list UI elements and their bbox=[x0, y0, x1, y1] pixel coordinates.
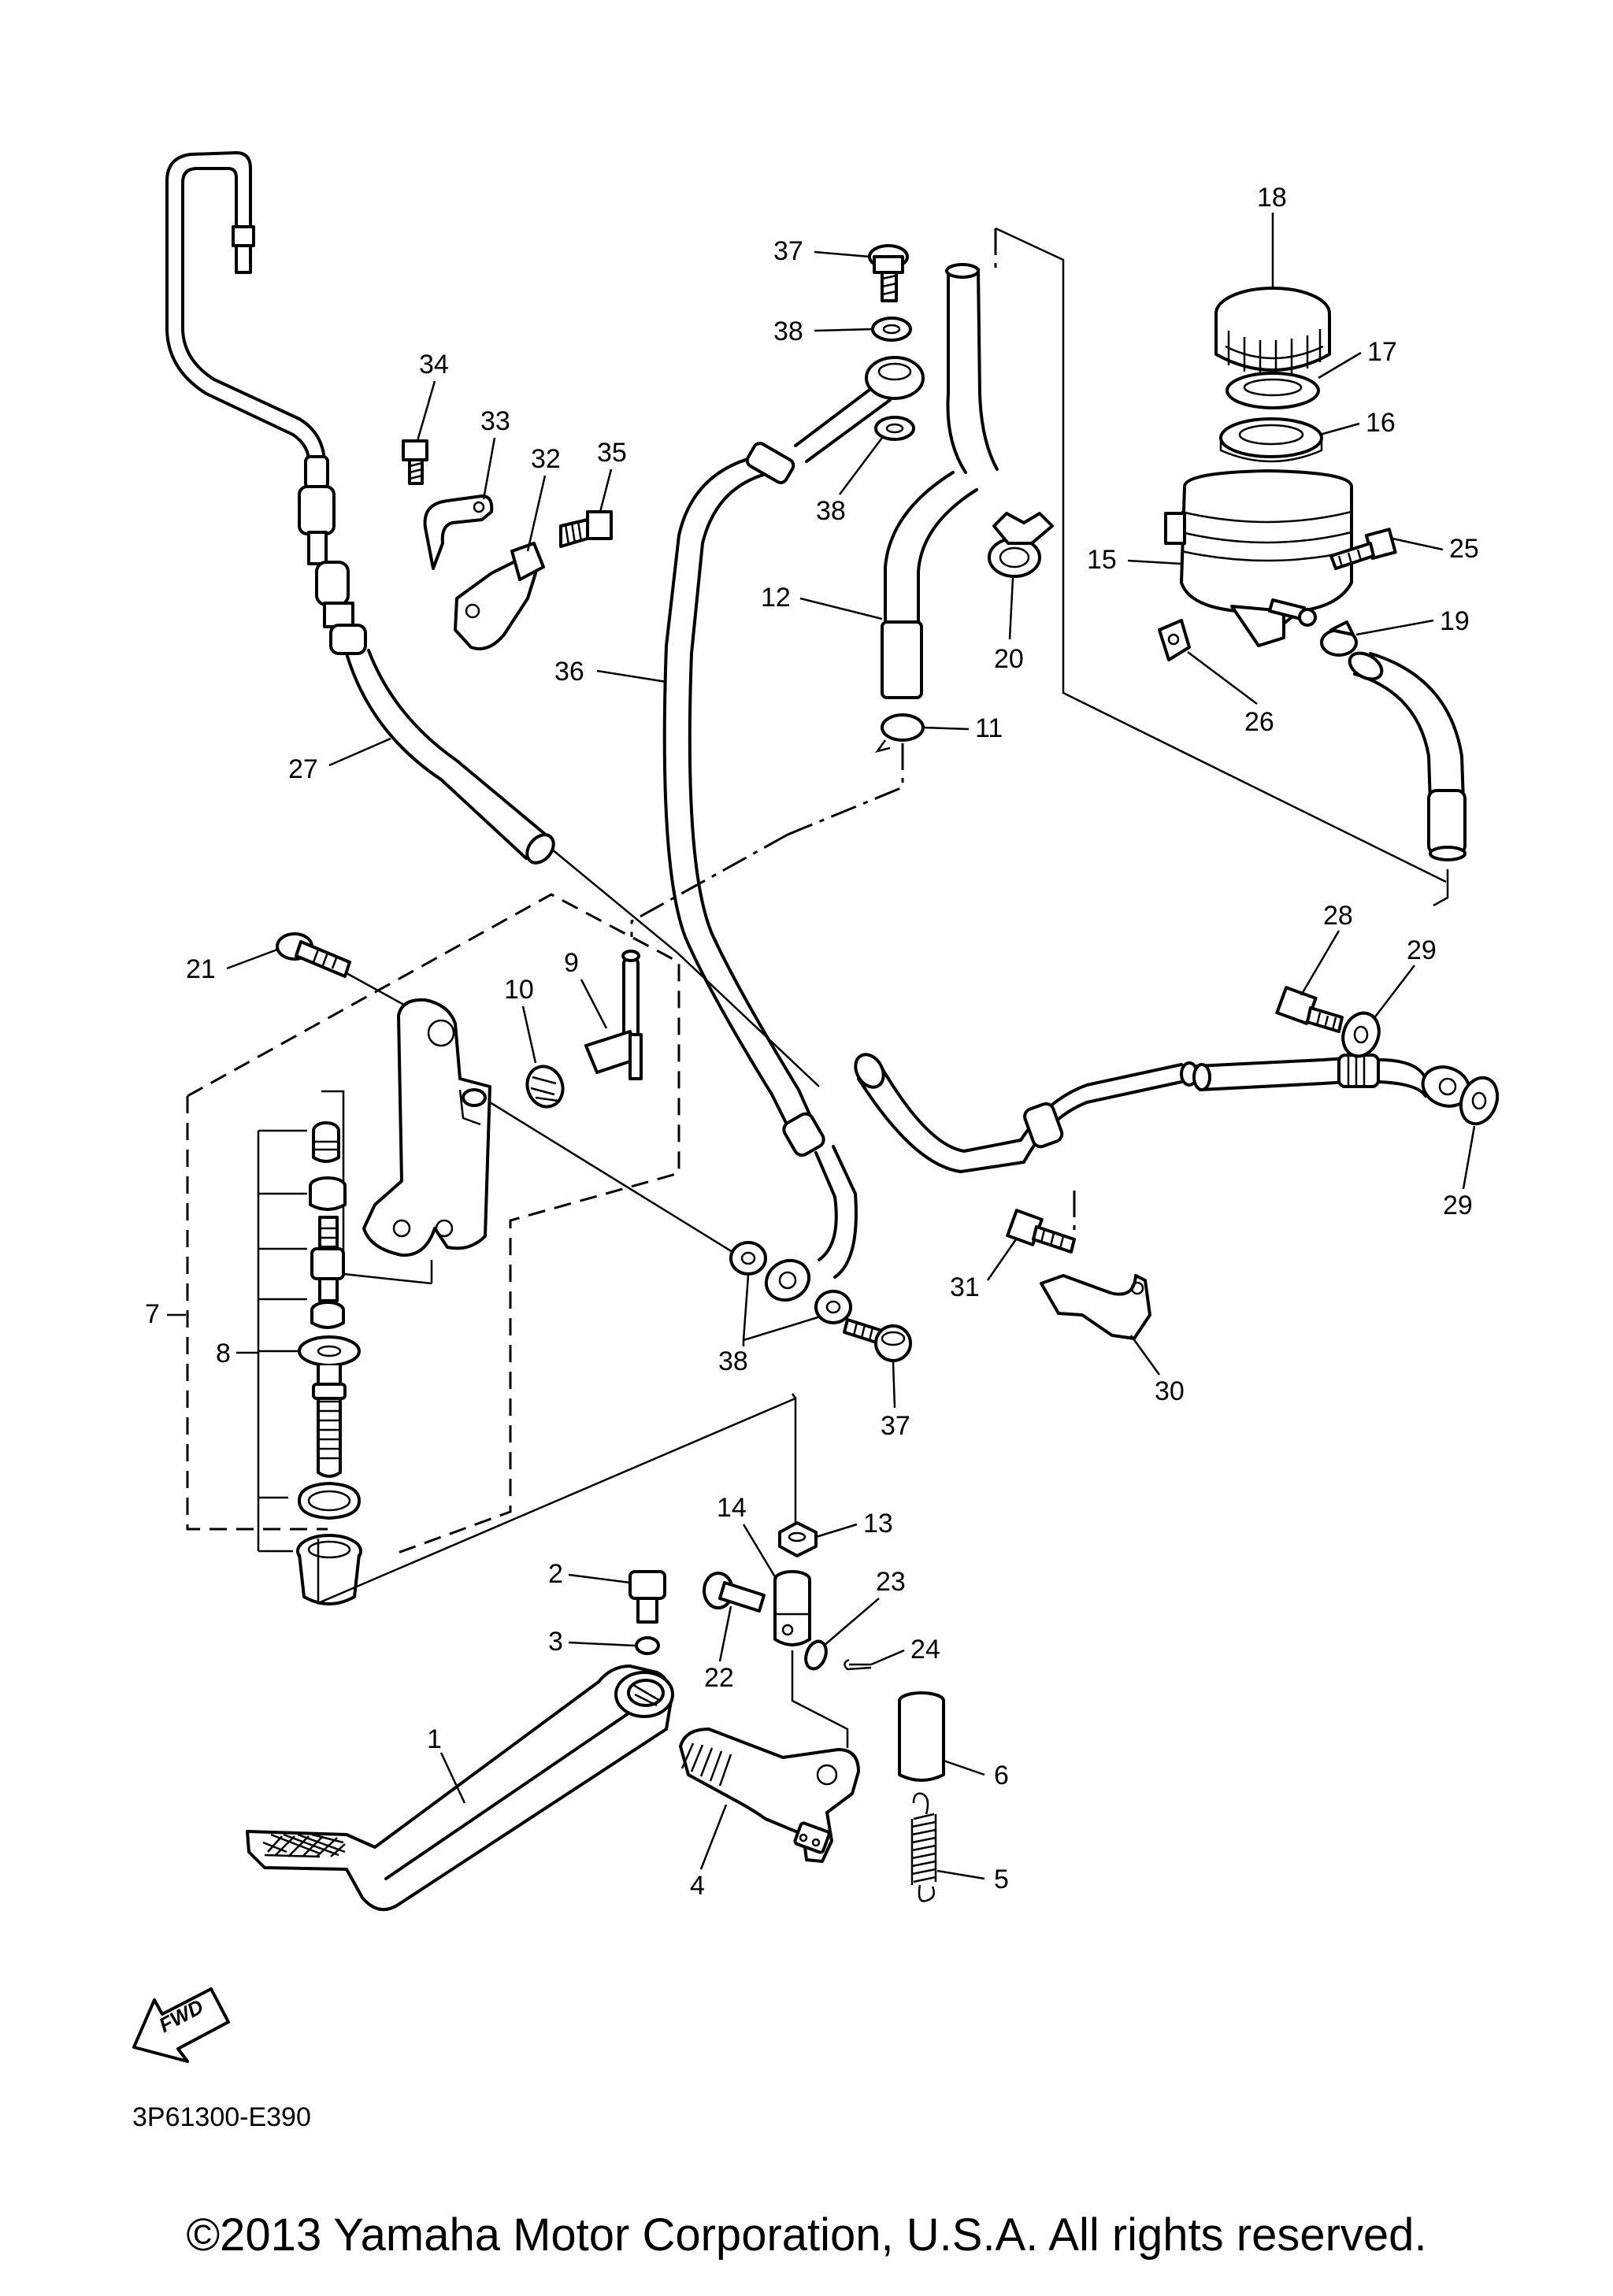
label-28: 28 bbox=[1323, 901, 1353, 931]
bracket-30 bbox=[1040, 1274, 1151, 1340]
label-33: 33 bbox=[480, 406, 510, 436]
label-2: 2 bbox=[548, 1559, 563, 1589]
cotter-pin-24 bbox=[844, 1658, 872, 1671]
washer-23 bbox=[804, 1639, 828, 1671]
pipe-36-top bbox=[794, 356, 925, 463]
bolt-2 bbox=[629, 1570, 666, 1624]
brake-pedal-1 bbox=[246, 1665, 674, 1912]
label-38-low: 38 bbox=[718, 1346, 748, 1376]
label-34: 34 bbox=[419, 350, 449, 380]
washer-29-a bbox=[1341, 1011, 1381, 1058]
label-15: 15 bbox=[1087, 545, 1117, 575]
label-36: 36 bbox=[554, 657, 584, 687]
label-5: 5 bbox=[994, 1865, 1009, 1894]
label-4: 4 bbox=[690, 1871, 705, 1901]
bolt-31 bbox=[1006, 1209, 1076, 1254]
label-26: 26 bbox=[1244, 707, 1274, 737]
pipe-fittings bbox=[298, 455, 367, 655]
master-cylinder-box bbox=[186, 893, 680, 1556]
copyright-notice: ©2013 Yamaha Motor Corporation, U.S.A. A… bbox=[186, 2209, 1427, 2261]
washer-38-low2 bbox=[814, 1290, 852, 1324]
label-17: 17 bbox=[1367, 337, 1397, 367]
label-13: 13 bbox=[863, 1509, 893, 1539]
washer-38-top bbox=[871, 317, 912, 342]
clamp-33 bbox=[423, 494, 494, 570]
label-21: 21 bbox=[186, 954, 216, 984]
clevis-14 bbox=[773, 1570, 811, 1646]
label-12: 12 bbox=[761, 583, 791, 613]
spring-5 bbox=[910, 1792, 937, 1902]
label-37-low: 37 bbox=[881, 1411, 910, 1441]
reference-code: 3P61300-E390 bbox=[132, 2102, 311, 2132]
label-10: 10 bbox=[504, 975, 534, 1005]
label-31: 31 bbox=[950, 1272, 980, 1302]
washer-38-mid bbox=[874, 416, 915, 441]
label-9: 9 bbox=[564, 948, 579, 978]
hose-reservoir bbox=[1348, 651, 1467, 861]
label-29: 29 bbox=[1407, 935, 1437, 965]
label-38-top: 38 bbox=[773, 317, 803, 346]
clamp-20 bbox=[988, 512, 1054, 578]
label-32: 32 bbox=[531, 444, 561, 474]
label-25: 25 bbox=[1449, 534, 1479, 564]
nut-26 bbox=[1158, 619, 1191, 661]
hose-12 bbox=[881, 263, 999, 699]
label-8: 8 bbox=[216, 1339, 231, 1368]
hose-lower bbox=[854, 1053, 1471, 1173]
hose-36 bbox=[662, 442, 825, 1157]
label-22: 22 bbox=[704, 1663, 734, 1693]
pin-9 bbox=[584, 950, 643, 1080]
hose-27 bbox=[345, 649, 555, 865]
label-7: 7 bbox=[145, 1299, 160, 1329]
part-labels: 1 2 3 4 5 6 7 8 9 10 11 12 13 14 15 16 1 bbox=[145, 183, 1479, 1901]
clamp-19 bbox=[1320, 620, 1358, 657]
bolt-21 bbox=[276, 932, 351, 978]
clamp-11 bbox=[875, 713, 925, 754]
label-20: 20 bbox=[994, 644, 1024, 674]
kit-8 bbox=[257, 1121, 362, 1605]
pin-22 bbox=[703, 1572, 766, 1613]
label-35: 35 bbox=[597, 438, 627, 468]
washer-3 bbox=[635, 1636, 660, 1655]
label-27: 27 bbox=[288, 754, 318, 784]
bolt-28 bbox=[1275, 986, 1344, 1033]
bolt-37-low bbox=[843, 1318, 912, 1362]
nut-13 bbox=[778, 1521, 818, 1557]
diaphragm-17 bbox=[1226, 372, 1320, 409]
label-1: 1 bbox=[427, 1724, 442, 1754]
pipe-36-end bbox=[764, 1145, 858, 1302]
label-37-top: 37 bbox=[773, 236, 803, 266]
brake-pipe bbox=[165, 151, 326, 463]
bolt-25 bbox=[1329, 528, 1397, 570]
spring-10 bbox=[525, 1065, 565, 1109]
label-38-mid: 38 bbox=[816, 496, 846, 526]
label-30: 30 bbox=[1155, 1376, 1185, 1406]
reservoir-15 bbox=[1164, 469, 1353, 647]
label-29b: 29 bbox=[1443, 1191, 1473, 1220]
master-cylinder-body bbox=[362, 998, 491, 1257]
bolt-34 bbox=[402, 439, 428, 485]
bolt-reservoir-bottom bbox=[1268, 598, 1317, 627]
fwd-arrow-icon: FWD bbox=[132, 1987, 230, 2063]
washer-29-b bbox=[1459, 1076, 1500, 1126]
bolt-35 bbox=[559, 510, 613, 548]
label-18: 18 bbox=[1257, 183, 1287, 213]
bracket-32 bbox=[454, 542, 545, 650]
label-16: 16 bbox=[1366, 408, 1396, 438]
label-6: 6 bbox=[994, 1761, 1009, 1791]
label-14: 14 bbox=[717, 1493, 747, 1523]
plate-16 bbox=[1219, 417, 1323, 463]
washer-38-low bbox=[729, 1241, 767, 1276]
sleeve-6 bbox=[898, 1691, 945, 1782]
label-3: 3 bbox=[548, 1627, 563, 1657]
shaft-4 bbox=[679, 1728, 860, 1863]
label-23: 23 bbox=[876, 1567, 906, 1597]
reservoir-cap-18 bbox=[1214, 287, 1331, 375]
label-11: 11 bbox=[975, 713, 1003, 743]
bolt-37-top bbox=[868, 244, 909, 302]
label-24: 24 bbox=[910, 1635, 940, 1665]
label-19: 19 bbox=[1440, 606, 1470, 636]
